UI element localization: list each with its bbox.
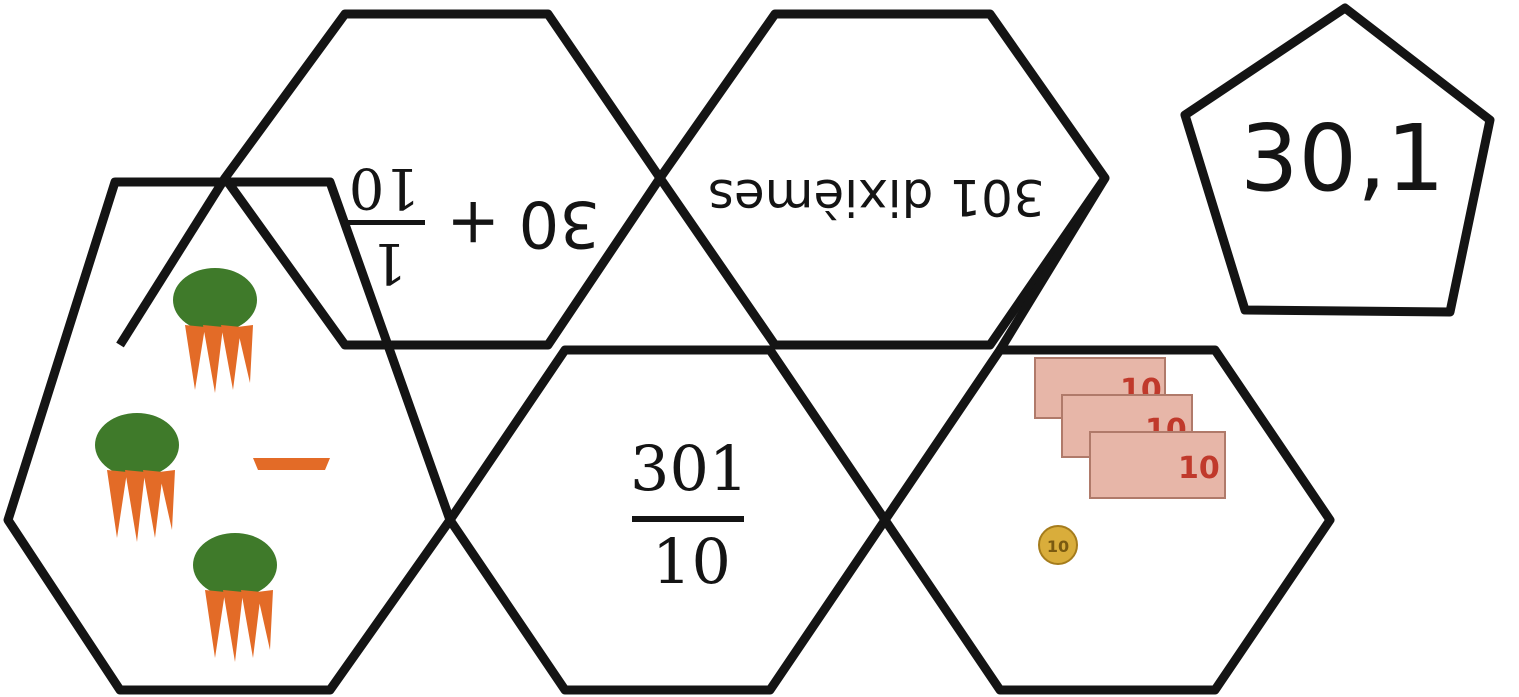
carrot-bunch-icon <box>173 268 257 393</box>
svg-text:10: 10 <box>1178 451 1220 486</box>
sum-whole: 30 <box>518 186 600 260</box>
fraction-numerator: 301 <box>630 432 749 505</box>
mixed-sum: 30 + 1 10 <box>340 150 600 300</box>
hexagon-bottom-left <box>3 177 455 695</box>
carrot-bunch-icon <box>95 413 179 542</box>
fraction-denominator: 10 <box>348 155 420 220</box>
sum-plus: + <box>446 186 500 260</box>
fraction-numerator: 1 <box>371 230 407 295</box>
tenths-text: 301 dixièmes <box>708 168 1045 226</box>
pentagon <box>1180 3 1495 317</box>
fraction-bar <box>347 220 425 225</box>
carrot-bunch-icon <box>193 533 277 662</box>
ten-euro-note-icon: 10 <box>1089 431 1226 499</box>
hexagon-top-right <box>655 9 1110 350</box>
single-carrot-icon <box>253 458 330 470</box>
pentagon-value: 30,1 <box>1240 105 1445 212</box>
ten-cent-coin-icon: 10 <box>1038 525 1078 565</box>
fraction-bar <box>632 516 744 522</box>
svg-text:10: 10 <box>1047 537 1069 556</box>
fraction-denominator: 10 <box>652 525 731 598</box>
